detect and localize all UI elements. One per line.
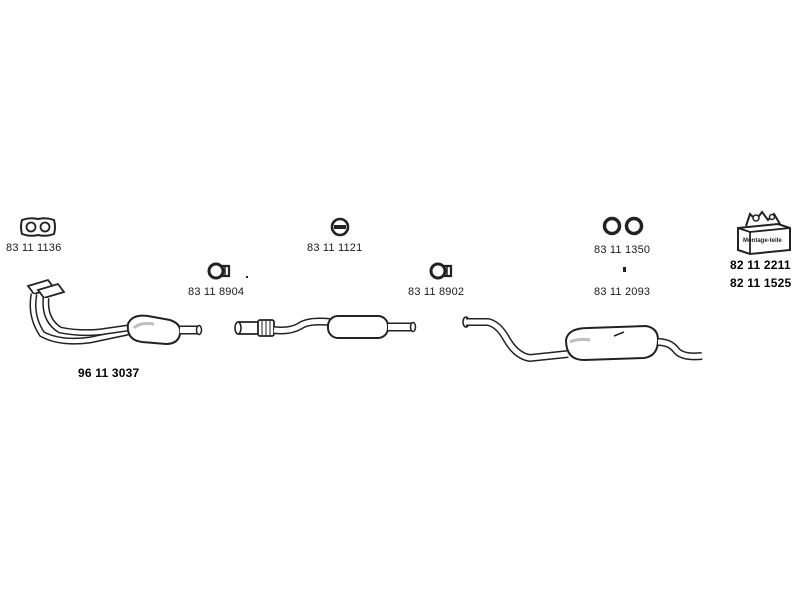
flange-gasket-icon <box>20 217 56 237</box>
clamp-icon <box>207 262 231 280</box>
front-silencer-icon <box>234 315 417 339</box>
part-number-clamp-mid: 83 11 8902 <box>408 286 465 298</box>
mounting-kit-box-label: Montage-teile <box>743 238 782 244</box>
part-number-clamp-front: 83 11 8904 <box>188 286 245 298</box>
rubber-mount-icon <box>330 217 350 237</box>
mounting-kit-box-icon: Montage-teile <box>737 210 791 256</box>
part-number-mount-ring: 83 11 1121 <box>307 242 363 254</box>
part-number-gasket: 83 11 1136 <box>6 242 62 254</box>
part-number-mounting-kit-2: 82 11 1525 <box>730 276 792 290</box>
rubber-rings-icon <box>602 216 644 236</box>
dot-mark <box>246 276 248 278</box>
rear-silencer-icon <box>462 316 703 363</box>
part-number-mounting-kit-1: 82 11 2211 <box>730 258 791 272</box>
part-number-catalyst-pipe: 96 11 3037 <box>78 366 140 380</box>
clamp-icon <box>429 262 453 280</box>
catalytic-converter-icon <box>26 278 203 346</box>
small-fitting-icon <box>623 267 626 272</box>
part-number-rubber-rings: 83 11 1350 <box>594 244 651 256</box>
part-number-small-part: 83 11 2093 <box>594 286 651 298</box>
